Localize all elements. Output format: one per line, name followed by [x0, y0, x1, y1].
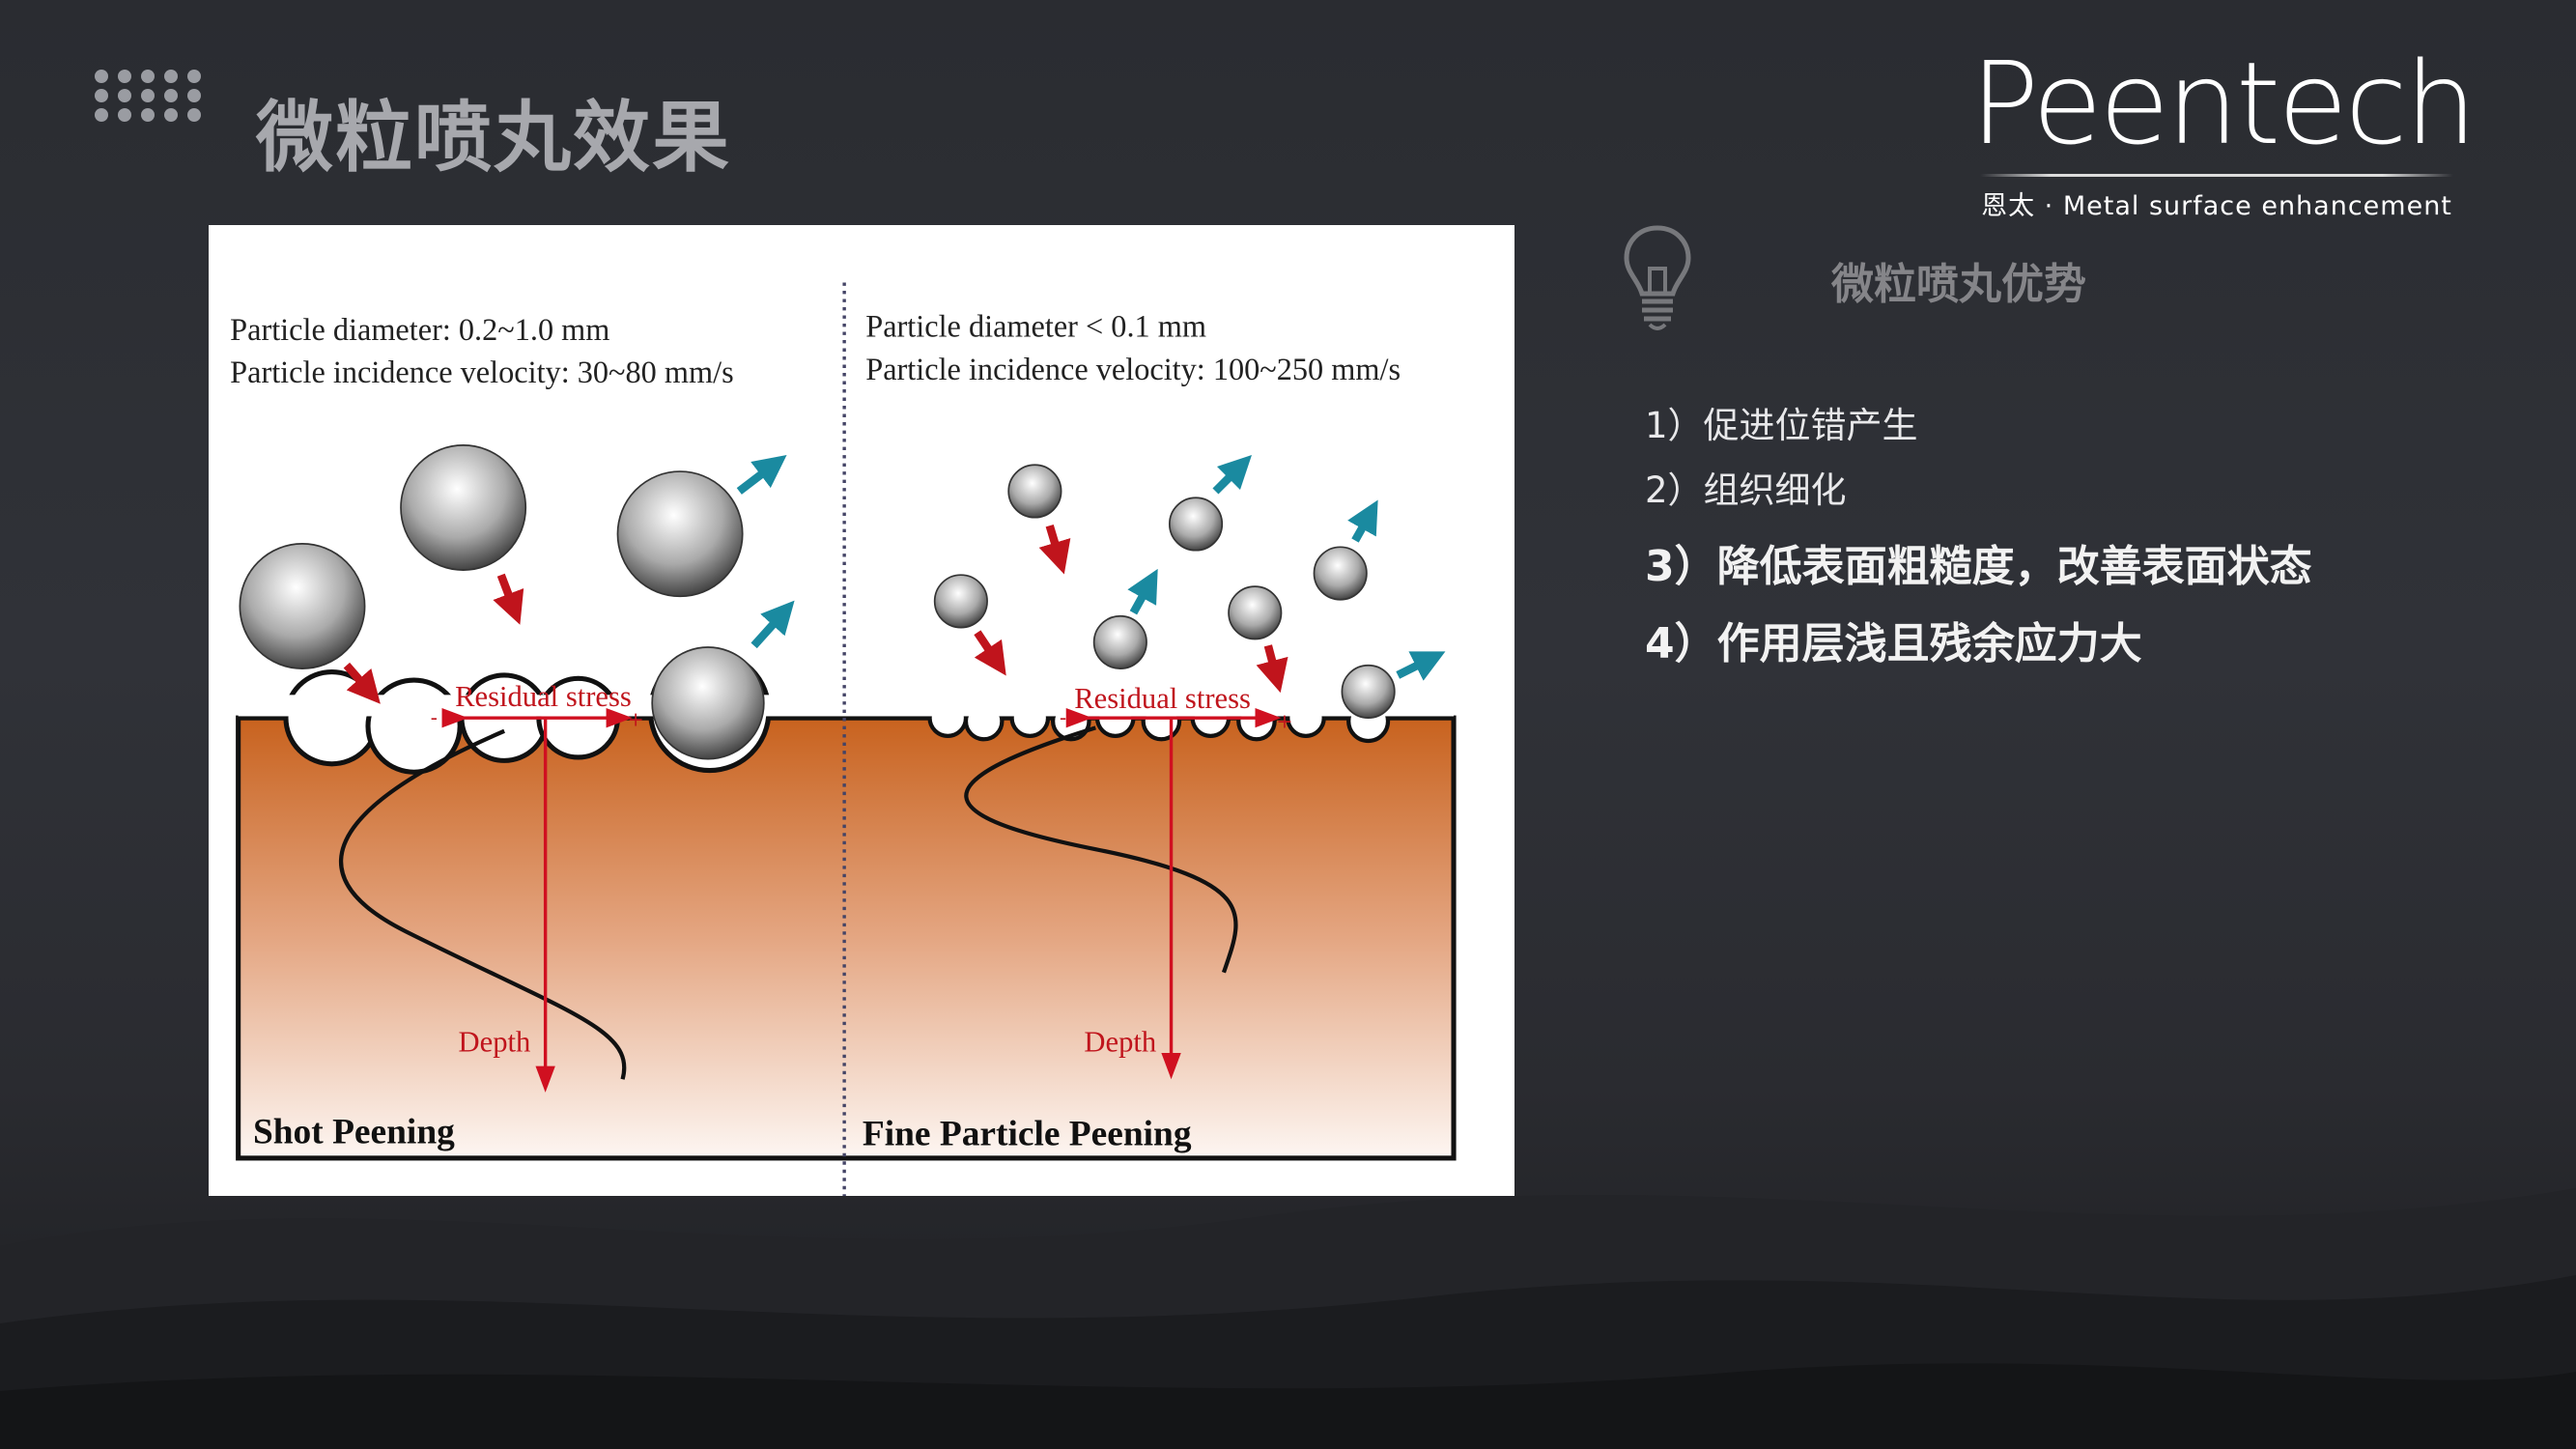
left-residual-label: Residual stress	[455, 680, 632, 713]
peening-diagram: Particle diameter: 0.2~1.0 mm Particle i…	[209, 225, 1514, 1196]
minus-sign: -	[431, 706, 438, 729]
shot-peening-caption: Shot Peening	[253, 1113, 455, 1152]
right-stress-curve	[964, 725, 1238, 974]
minus-sign: -	[1060, 706, 1066, 729]
plus-sign: +	[1276, 709, 1292, 732]
substrate	[236, 715, 1457, 1161]
left-depth-label: Depth	[459, 1025, 531, 1058]
right-depth-label: Depth	[1084, 1025, 1156, 1058]
left-diameter-text: Particle diameter: 0.2~1.0 mm	[230, 312, 609, 347]
page-title: 微粒喷丸效果	[256, 93, 731, 183]
logo-subtitle: 恩太 · Metal surface enhancement	[1981, 191, 2452, 221]
fine-particles	[933, 464, 1396, 720]
dot-grid-icon	[95, 70, 205, 122]
plus-sign: +	[628, 708, 644, 731]
advantage-item: 3）降低表面粗糙度，改善表面状态	[1645, 542, 2312, 591]
right-diameter-text: Particle diameter < 0.1 mm	[865, 309, 1206, 344]
left-stress-curve	[339, 728, 627, 1080]
advantage-item: 1）促进位错产生	[1645, 405, 1918, 446]
dune-background	[0, 1188, 2576, 1449]
left-velocity-text: Particle incidence velocity: 30~80 mm/s	[230, 355, 734, 389]
logo-brand: Peentech	[1970, 37, 2477, 170]
lightbulb-icon	[1624, 225, 1691, 330]
shot-balls	[239, 444, 765, 760]
right-velocity-text: Particle incidence velocity: 100~250 mm/…	[865, 352, 1401, 386]
advantage-item: 2）组织细化	[1645, 469, 1847, 511]
fine-peening-caption: Fine Particle Peening	[863, 1114, 1192, 1153]
advantage-item: 4）作用层浅且残余应力大	[1645, 619, 2142, 668]
rebound-arrows	[736, 454, 1446, 681]
advantages-heading: 微粒喷丸优势	[1831, 260, 2086, 309]
incoming-arrows	[343, 524, 1288, 704]
logo-divider	[1980, 174, 2453, 177]
peentech-logo: Peentech 恩太 · Metal surface enhancement	[1970, 37, 2477, 222]
right-residual-label: Residual stress	[1074, 682, 1251, 715]
